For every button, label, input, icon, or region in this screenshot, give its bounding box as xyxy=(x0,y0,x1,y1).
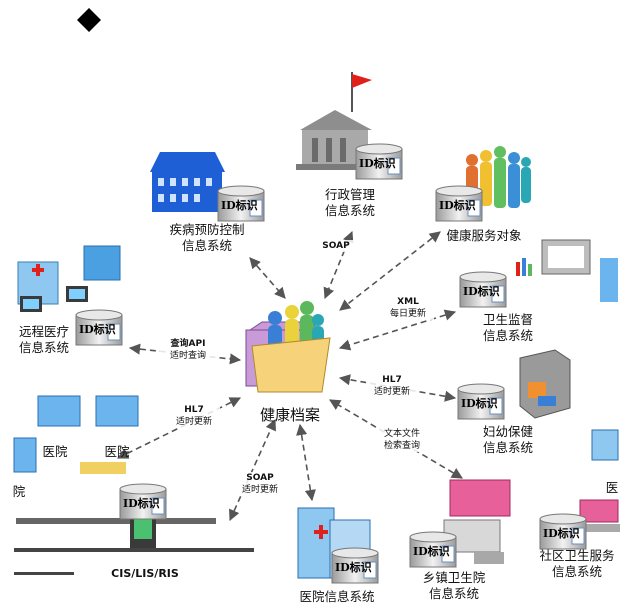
node-maternal-line2: 信息系统 xyxy=(482,440,533,455)
edge-soap-top-label: SOAP xyxy=(316,240,356,252)
id-tag-township-text: ID标识 xyxy=(413,544,450,558)
id-tag-cdc-text: ID标识 xyxy=(221,198,258,212)
node-hospital-d-label: 医 xyxy=(604,480,620,496)
edge-hl7-left-line1: HL7 xyxy=(184,405,204,415)
node-hospital-sys-label: 医院信息系统 xyxy=(292,589,382,605)
maternal-care-icon xyxy=(519,349,571,419)
node-maternal-line1: 妇幼保健 xyxy=(482,424,533,439)
id-tag-township: ID标识 xyxy=(409,531,457,568)
edge-api-line2: 适时查询 xyxy=(169,351,206,361)
node-supervision-label: 卫生监督 信息系统 xyxy=(468,312,548,344)
edge-hl7-right-label: HL7 适时更新 xyxy=(366,374,418,398)
arrow-cdc xyxy=(249,257,286,299)
edge-api-label: 查询API 适时查询 xyxy=(160,338,216,362)
node-admin-line2: 信息系统 xyxy=(324,203,375,218)
arrow-hospital-sys xyxy=(296,423,316,502)
edge-soap-bottom-line1: SOAP xyxy=(246,473,274,483)
node-hospital-b-line1: 医院 xyxy=(104,444,130,459)
node-cdc-line1: 疾病预防控制 xyxy=(169,222,245,237)
id-tag-maternal-text: ID标识 xyxy=(461,396,498,410)
center-health-records-label: 健康档案 xyxy=(259,406,320,424)
node-cis-label: CIS/LIS/RIS xyxy=(100,566,190,582)
edge-hl7-left-line2: 适时更新 xyxy=(175,417,212,427)
node-remote-label: 远程医疗 信息系统 xyxy=(4,324,84,356)
government-building-icon xyxy=(296,72,374,170)
node-cis-line1: CIS/LIS/RIS xyxy=(111,567,179,580)
node-supervision-line2: 信息系统 xyxy=(482,328,533,343)
node-township-label: 乡镇卫生院 信息系统 xyxy=(414,570,494,602)
node-service-line1: 健康服务对象 xyxy=(446,228,522,243)
node-remote-line1: 远程医疗 xyxy=(18,324,69,339)
edge-soap-bottom-label: SOAP 适时更新 xyxy=(234,472,286,496)
community-building-icon xyxy=(560,429,620,532)
township-clinic-icon xyxy=(443,479,511,564)
node-hospital-a-line1: 医院 xyxy=(42,444,68,459)
remote-medical-icon xyxy=(17,245,121,312)
id-tag-community-text: ID标识 xyxy=(543,526,580,540)
node-supervision-line1: 卫生监督 xyxy=(482,312,533,327)
id-tag-community: ID标识 xyxy=(539,513,587,550)
node-community-label: 社区卫生服务 信息系统 xyxy=(534,548,620,580)
id-tag-hospital-sys-text: ID标识 xyxy=(335,560,372,574)
id-tag-cis-text: ID标识 xyxy=(123,496,160,510)
node-hospital-b-label: 医院 xyxy=(102,444,132,460)
node-admin-label: 行政管理 信息系统 xyxy=(310,187,390,219)
edge-soap-bottom-line2: 适时更新 xyxy=(241,485,278,495)
arrow-township xyxy=(329,399,463,479)
edge-hl7-right-line1: HL7 xyxy=(382,375,402,385)
id-tag-admin-text: ID标识 xyxy=(359,156,396,170)
node-admin-line1: 行政管理 xyxy=(324,187,375,202)
id-tag-databases: ID标识 ID标识 ID标识 ID标识 ID标识 ID标识 ID标识 ID标识 ID标识 ID标识 xyxy=(75,143,587,584)
id-tag-remote: ID标识 xyxy=(75,309,123,346)
id-tag-service-text: ID标识 xyxy=(439,198,476,212)
node-maternal-label: 妇幼保健 信息系统 xyxy=(468,424,548,456)
node-hospital-a-label: 医院 xyxy=(40,444,70,460)
node-community-line2: 信息系统 xyxy=(551,564,602,579)
arrow-supervision xyxy=(338,309,457,351)
edge-xml-line1: XML xyxy=(397,297,419,307)
edge-text-file-line2: 检索查询 xyxy=(383,441,420,451)
node-hospital-c-line1: 院 xyxy=(12,484,26,499)
node-community-line1: 社区卫生服务 xyxy=(539,548,615,563)
id-tag-maternal: ID标识 xyxy=(457,383,505,420)
node-hospital-c-label: 院 xyxy=(10,484,28,500)
id-tag-service: ID标识 xyxy=(435,185,483,222)
id-tag-cdc: ID标识 xyxy=(217,185,265,222)
edge-hl7-left-label: HL7 适时更新 xyxy=(168,404,220,428)
cis-workstations-icon xyxy=(14,515,254,575)
id-tag-supervision-text: ID标识 xyxy=(463,284,500,298)
node-service-label: 健康服务对象 xyxy=(436,228,532,244)
edge-soap-top-line1: SOAP xyxy=(322,241,350,251)
arrow-service xyxy=(339,231,441,311)
health-records-folder-icon xyxy=(245,301,331,393)
node-hospital-d-line1: 医 xyxy=(605,480,619,495)
node-township-line1: 乡镇卫生院 xyxy=(422,570,486,585)
edge-text-file-label: 文本文件 检索查询 xyxy=(374,428,430,452)
id-tag-admin: ID标识 xyxy=(355,143,403,180)
edge-xml-label: XML 每日更新 xyxy=(382,296,434,320)
edge-xml-line2: 每日更新 xyxy=(389,309,426,319)
node-remote-line2: 信息系统 xyxy=(18,340,69,355)
node-township-line2: 信息系统 xyxy=(428,586,479,601)
hospital-buildings-left-icon xyxy=(13,395,139,474)
node-hospital-sys-line1: 医院信息系统 xyxy=(299,589,375,604)
diamond-bullet-icon xyxy=(77,8,101,32)
node-cdc-line2: 信息系统 xyxy=(181,238,232,253)
cdc-building-icon xyxy=(150,152,225,212)
edge-text-file-line1: 文本文件 xyxy=(383,429,420,439)
id-tag-hospital-sys: ID标识 xyxy=(331,547,379,584)
id-tag-cis: ID标识 xyxy=(119,483,167,520)
id-tag-supervision: ID标识 xyxy=(459,271,507,308)
node-cdc-label: 疾病预防控制 信息系统 xyxy=(162,222,252,254)
supervision-computer-icon xyxy=(516,239,618,302)
flag-icon xyxy=(352,74,372,88)
edge-hl7-right-line2: 适时更新 xyxy=(373,387,410,397)
edge-api-line1: 查询API xyxy=(170,339,206,349)
id-tag-remote-text: ID标识 xyxy=(79,322,116,336)
arrow-cis xyxy=(229,418,276,522)
